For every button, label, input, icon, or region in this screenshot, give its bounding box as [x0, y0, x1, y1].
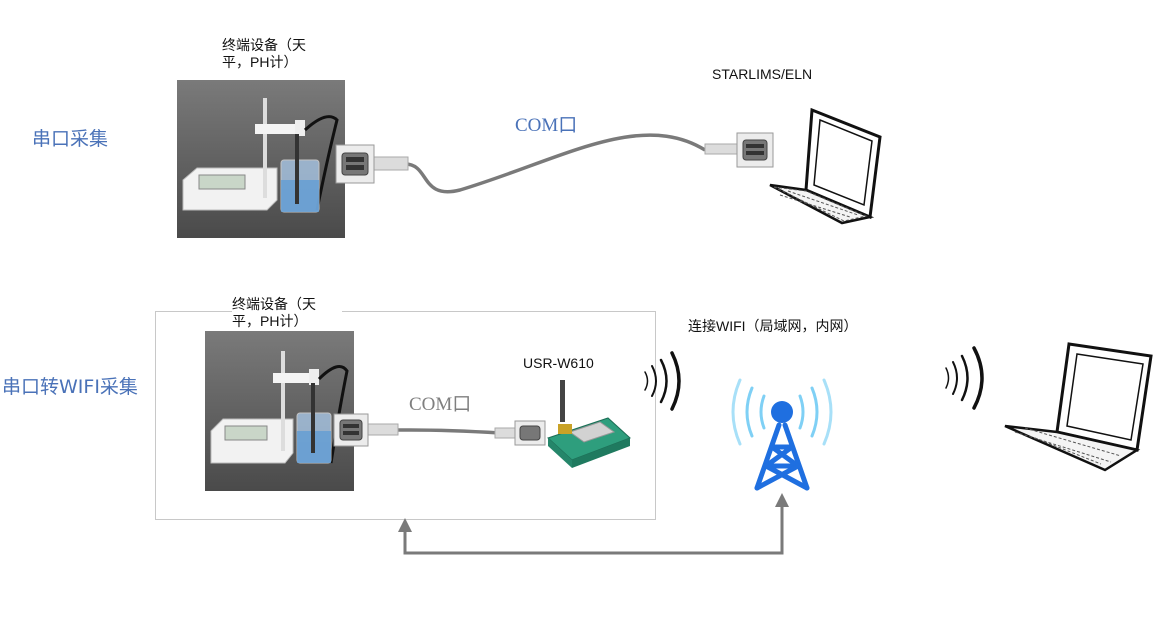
section-label-serial: 串口采集	[32, 128, 109, 150]
laptop-icon	[1004, 342, 1153, 472]
serial-connector-icon	[736, 132, 774, 168]
arrow-head-left	[398, 518, 412, 532]
ph-meter-icon	[177, 80, 345, 238]
ph-meter-photo-1	[177, 80, 345, 238]
ph-meter-photo-2	[205, 331, 354, 491]
antenna-tower-icon	[731, 378, 833, 491]
wifi-label: 连接WIFI（局域网，内网）	[688, 318, 858, 334]
device-label-2: 终端设备（天平，PH计）	[232, 296, 342, 330]
serial-connector-icon	[333, 413, 369, 447]
connection-arrow	[403, 505, 784, 555]
ph-meter-icon	[205, 331, 354, 491]
laptop-icon	[769, 107, 882, 225]
module-label: USR-W610	[523, 355, 594, 371]
com-label-1: COM口	[515, 115, 578, 136]
serial-connector-icon	[335, 144, 375, 184]
computer-label: STARLIMS/ELN	[712, 66, 813, 82]
wifi-module-icon	[547, 380, 631, 468]
serial-connector-icon	[514, 420, 546, 446]
wifi-waves-icon	[644, 351, 681, 411]
device-label-1: 终端设备（天平，PH计）	[222, 37, 306, 70]
com-label-2: COM口	[409, 394, 472, 415]
wifi-waves-icon	[945, 346, 984, 410]
arrow-head-right	[775, 493, 789, 507]
serial-cable-1	[372, 133, 706, 194]
section-label-serial-wifi: 串口转WIFI采集	[2, 376, 138, 398]
